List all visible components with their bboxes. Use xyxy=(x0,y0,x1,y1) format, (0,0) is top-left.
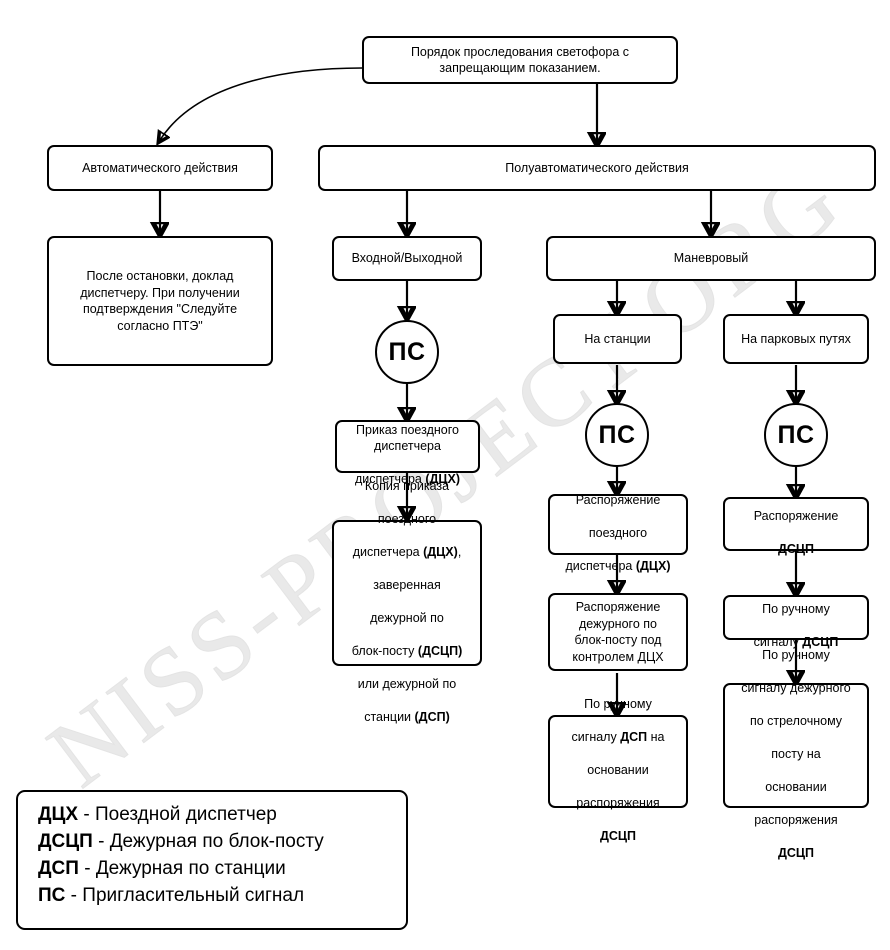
legend-text: Поездной диспетчер xyxy=(94,804,277,825)
copy-order-l7: или дежурной по xyxy=(357,676,457,691)
node-automatic-action-label: После остановки, доклад диспетчеру. При … xyxy=(80,269,240,333)
park-manual-duty-l3: по стрелочному xyxy=(749,713,843,728)
legend-text: Пригласительный сигнал xyxy=(82,884,305,906)
copy-order-l3-post: , xyxy=(457,544,462,559)
edge-root-to-automatic xyxy=(160,67,363,140)
node-root[interactable]: Порядок проследования светофора с запрещ… xyxy=(362,36,678,84)
station-order-l1: Распоряжение xyxy=(575,492,661,507)
legend-abbr: ПС xyxy=(38,884,66,906)
node-ps-station-label: ПС xyxy=(598,420,636,449)
copy-order-l5: дежурной по xyxy=(370,610,444,625)
station-order-l3-abbr: (ДЦХ) xyxy=(635,558,671,573)
node-station-order-dispatcher[interactable]: Распоряжение поездного диспетчера (ДЦХ) xyxy=(548,492,688,573)
copy-order-l2: поездного xyxy=(377,511,437,526)
node-semiautomatic-label: Полуавтоматического действия xyxy=(505,160,689,175)
node-ps-entry-exit-label: ПС xyxy=(388,337,426,366)
node-ps-station[interactable]: ПС xyxy=(585,403,649,467)
legend-item: ПС - Пригласительный сигнал xyxy=(38,883,406,910)
park-manual-duty-l5: основании xyxy=(765,779,827,794)
station-manual-l1: По ручному xyxy=(584,696,652,711)
node-at-station[interactable]: На станции xyxy=(553,314,682,364)
copy-order-l3-pre: диспетчера xyxy=(352,544,424,559)
node-order-dispatcher-line1: Приказ поездного диспетчера xyxy=(356,422,459,454)
node-at-park-tracks[interactable]: На парковых путях xyxy=(723,314,869,364)
node-station-order-duty[interactable]: Распоряжение дежурного по блок-посту под… xyxy=(548,593,688,671)
legend-item: ДСЦП - Дежурная по блок-посту xyxy=(38,829,406,856)
node-order-dispatcher[interactable]: Приказ поездного диспетчера диспетчера (… xyxy=(335,420,480,486)
legend-sep: - xyxy=(65,884,83,906)
station-manual-l2-pre: сигналу xyxy=(571,729,621,744)
park-manual-duty-l2: сигналу дежурного xyxy=(741,680,851,695)
node-park-manual-signal-duty[interactable]: По ручному сигналу дежурного по стрелочн… xyxy=(723,648,869,860)
node-station-manual-signal[interactable]: По ручному сигналу ДСП на основании расп… xyxy=(548,697,688,843)
copy-order-l8-pre: станции xyxy=(364,709,415,724)
station-manual-l4: распоряжения xyxy=(576,795,660,810)
node-at-park-tracks-label: На парковых путях xyxy=(741,331,851,346)
node-park-order-dscp[interactable]: Распоряжение ДСЦП xyxy=(723,497,869,556)
legend-text: Дежурная по станции xyxy=(95,857,286,879)
legend-box: ДЦХ - Поездной диспетчер ДСЦП - Дежурная… xyxy=(16,790,408,930)
node-entry-exit[interactable]: Входной/Выходной xyxy=(332,236,482,281)
park-manual-l1: По ручному xyxy=(762,602,830,616)
node-order-dispatcher-line2a: диспетчера xyxy=(354,472,426,487)
station-manual-l2-post: на xyxy=(647,729,665,744)
copy-order-l6-pre: блок-посту xyxy=(351,643,418,658)
copy-order-l4: заверенная xyxy=(373,577,441,592)
legend-text: Дежурная по блок-посту xyxy=(109,830,324,852)
copy-order-l1: Копия приказа xyxy=(364,478,450,493)
node-station-order-duty-label: Распоряжение дежурного по блок-посту под… xyxy=(572,600,664,664)
copy-order-l6-abbr: (ДСЦП) xyxy=(417,643,463,658)
node-root-label: Порядок проследования светофора с запрещ… xyxy=(410,44,630,76)
legend-item: ДЦХ - Поездной диспетчер xyxy=(38,802,406,829)
park-order-l1: Распоряжение xyxy=(753,508,839,523)
park-manual-duty-l1: По ручному xyxy=(762,647,830,662)
legend-abbr: ДСЦП xyxy=(38,830,93,852)
station-manual-l5-abbr: ДСЦП xyxy=(599,828,637,843)
node-order-dispatcher-abbr: (ДЦХ) xyxy=(425,472,461,487)
legend-sep: - xyxy=(92,830,110,852)
node-park-manual-signal[interactable]: По ручному сигналу ДСЦП xyxy=(723,595,869,649)
node-ps-park[interactable]: ПС xyxy=(764,403,828,467)
node-automatic[interactable]: Автоматического действия xyxy=(47,145,273,191)
station-manual-l3: основании xyxy=(587,762,649,777)
park-manual-duty-l4: посту на xyxy=(771,746,821,761)
node-automatic-label: Автоматического действия xyxy=(82,160,238,175)
legend-sep: - xyxy=(78,857,96,879)
station-order-l3-pre: диспетчера xyxy=(565,558,636,573)
station-manual-l2-abbr: ДСП xyxy=(620,729,648,744)
node-entry-exit-label: Входной/Выходной xyxy=(351,251,463,266)
copy-order-l3-abbr: (ДЦХ) xyxy=(423,544,458,559)
legend-item: ДСП - Дежурная по станции xyxy=(38,856,406,883)
legend-abbr: ДЦХ xyxy=(38,804,79,825)
copy-order-l8-abbr: (ДСП) xyxy=(414,709,450,724)
node-copy-order[interactable]: Копия приказа поездного диспетчера (ДЦХ)… xyxy=(332,479,482,724)
park-manual-l2-abbr: ДСЦП xyxy=(802,635,839,649)
park-manual-l2-pre: сигналу xyxy=(753,635,803,649)
node-ps-entry-exit[interactable]: ПС xyxy=(375,320,439,384)
node-ps-park-label: ПС xyxy=(777,420,815,449)
park-order-l2-abbr: ДСЦП xyxy=(777,541,815,556)
legend-abbr: ДСП xyxy=(38,857,79,879)
park-manual-duty-l7-abbr: ДСЦП xyxy=(777,845,815,860)
node-semiautomatic[interactable]: Полуавтоматического действия xyxy=(318,145,876,191)
node-shunting-label: Маневровый xyxy=(673,251,749,266)
legend-sep: - xyxy=(78,804,95,825)
station-order-l2: поездного xyxy=(588,525,648,540)
park-manual-duty-l6: распоряжения xyxy=(754,812,838,827)
node-shunting[interactable]: Маневровый xyxy=(546,236,876,281)
node-automatic-action[interactable]: После остановки, доклад диспетчеру. При … xyxy=(47,236,273,366)
node-at-station-label: На станции xyxy=(584,331,651,346)
